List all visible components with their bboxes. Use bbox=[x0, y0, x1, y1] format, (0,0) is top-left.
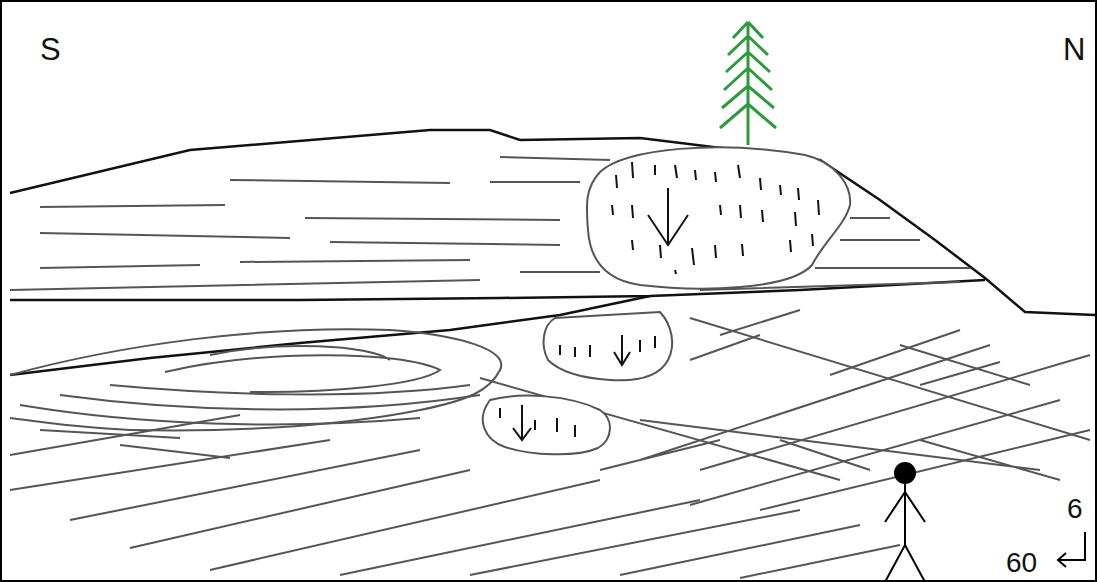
block-texture bbox=[500, 336, 655, 437]
strike-value: 60 bbox=[1006, 549, 1037, 577]
tree bbox=[720, 22, 776, 145]
contact-line bbox=[10, 280, 985, 300]
strike-dip-symbol bbox=[1058, 532, 1085, 567]
block-outline bbox=[483, 396, 610, 455]
land-surface bbox=[10, 130, 1095, 315]
person-figure bbox=[885, 484, 925, 582]
cross-bedding-lines bbox=[10, 310, 1090, 578]
block-outline bbox=[587, 147, 850, 288]
block-texture bbox=[612, 162, 819, 274]
fold-lines bbox=[20, 346, 480, 425]
block-outline bbox=[544, 312, 673, 380]
compass-label: N bbox=[1063, 34, 1085, 65]
fold-outline bbox=[10, 329, 501, 430]
dip-value: 6 bbox=[1067, 495, 1083, 523]
way-up-arrow bbox=[648, 188, 688, 245]
way-up-arrow bbox=[614, 335, 630, 365]
way-up-arrow bbox=[513, 405, 531, 440]
compass-label: S bbox=[40, 34, 61, 65]
person-head bbox=[894, 462, 916, 484]
